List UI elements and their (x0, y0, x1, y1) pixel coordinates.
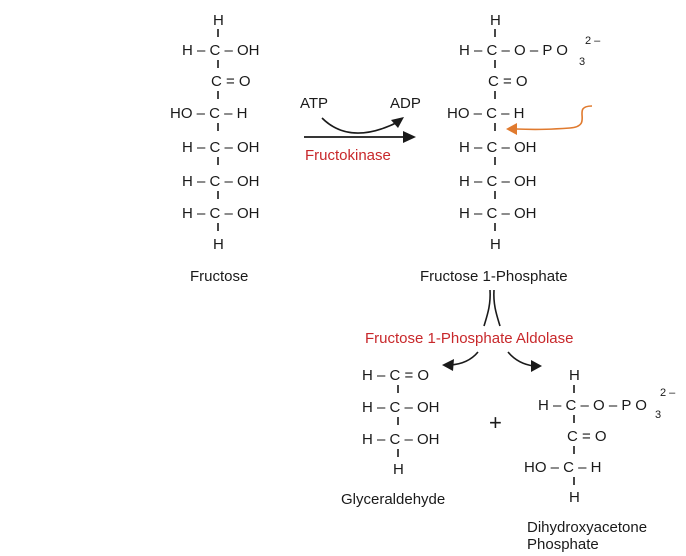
fructose-label: Fructose (190, 268, 248, 285)
dhap-phosphate-subscript: 3 (655, 409, 661, 421)
glyceraldehyde-label: Glyceraldehyde (341, 491, 445, 508)
cleavage-pointer-arrow (515, 105, 593, 131)
fructose-row-1: H (213, 12, 224, 29)
f1p-row-2: H – C – O – P O (459, 42, 568, 59)
dhap-row-1: H (569, 367, 580, 384)
f1p-row-4: HO – C – H (447, 105, 525, 122)
split-arrowhead-left (442, 359, 454, 371)
split-arrowhead-right (531, 360, 542, 372)
f1p-row-6: H – C – OH (459, 173, 537, 190)
glyceraldehyde-row-3: H – C – OH (362, 431, 440, 448)
glyceraldehyde-row-4: H (393, 461, 404, 478)
adp-label: ADP (390, 95, 421, 112)
dhap-label-line-1: Dihydroxyacetone (527, 519, 647, 536)
split-arrow-left (449, 351, 479, 366)
fructose-row-2: H – C – OH (182, 42, 260, 59)
f1p-row-1: H (490, 12, 501, 29)
glyceraldehyde-structure: H – C = O H – C – OH H – C – OH H (362, 367, 440, 478)
f1p-label: Fructose 1-Phosphate (420, 268, 568, 285)
cofactor-arrowhead (391, 117, 404, 128)
dhap-label-line-2: Phosphate (527, 536, 599, 553)
dhap-row-2: H – C – O – P O (538, 397, 647, 414)
f1p-phosphate-subscript: 3 (579, 56, 585, 68)
fructose-row-8: H (213, 236, 224, 253)
glyceraldehyde-row-1: H – C = O (362, 367, 429, 384)
cofactor-curved-arrow (321, 117, 399, 134)
fructose-structure: H H – C – OH C = O HO – C – H H – C – OH… (170, 12, 260, 253)
f1p-row-3: C = O (488, 73, 528, 90)
fructokinase-label: Fructokinase (305, 147, 391, 164)
fructose-row-5: H – C – OH (182, 139, 260, 156)
fructose-row-6: H – C – OH (182, 173, 260, 190)
reaction-1-arrowhead (403, 131, 416, 143)
reaction-1: ATP ADP Fructokinase (300, 95, 421, 164)
fructose-row-7: H – C – OH (182, 205, 260, 222)
f1p-row-5: H – C – OH (459, 139, 537, 156)
fructose-row-4: HO – C – H (170, 105, 248, 122)
split-arrow-right (507, 351, 535, 367)
f1p-phosphate-charge: 2 – (585, 35, 601, 47)
f1p-row-7: H – C – OH (459, 205, 537, 222)
aldolase-label: Fructose 1-Phosphate Aldolase (365, 330, 573, 347)
f1p-row-8: H (490, 236, 501, 253)
fructose-row-3: C = O (211, 73, 251, 90)
reaction-2: Fructose 1-Phosphate Aldolase (365, 289, 573, 372)
f1p-structure: H H – C – O – P O 3 2 – C = O HO – C – H… (447, 12, 601, 253)
glyceraldehyde-row-2: H – C – OH (362, 399, 440, 416)
dhap-row-5: H (569, 489, 580, 506)
split-line-right (493, 289, 501, 327)
plus-sign: + (489, 410, 502, 435)
dhap-structure: H H – C – O – P O 3 2 – C = O HO – C – H… (524, 367, 676, 506)
dhap-row-4: HO – C – H (524, 459, 602, 476)
dhap-row-3: C = O (567, 428, 607, 445)
cleavage-pointer-arrowhead (506, 123, 517, 135)
split-line-left (483, 289, 491, 327)
atp-label: ATP (300, 95, 328, 112)
dhap-phosphate-charge: 2 – (660, 387, 676, 399)
